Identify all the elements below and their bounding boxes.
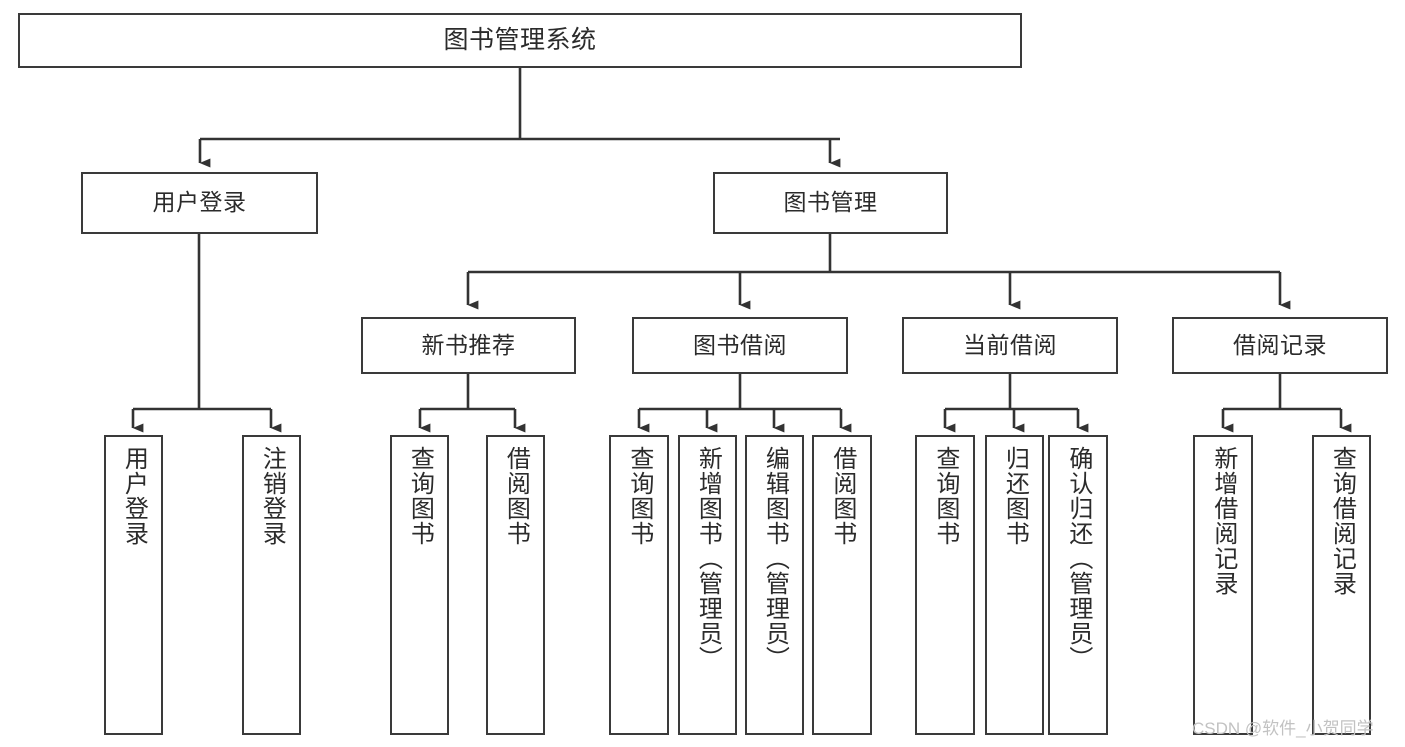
node-label: 确认归还（管理员） [1064, 446, 1092, 671]
node-book-management[interactable]: 图书管理 [713, 172, 948, 234]
node-label: 编辑图书（管理员） [761, 446, 789, 671]
node-label: 用户登录 [152, 189, 247, 216]
node-borrow-records[interactable]: 借阅记录 [1172, 317, 1388, 374]
node-label: 借阅图书 [502, 446, 530, 546]
leaf-user-login-signin[interactable]: 用户登录 [104, 435, 163, 735]
leaf-borrow-add-book-admin[interactable]: 新增图书（管理员） [678, 435, 737, 735]
leaf-new-book-borrow[interactable]: 借阅图书 [486, 435, 545, 735]
node-label: 当前借阅 [963, 331, 1057, 358]
node-label: 图书借阅 [693, 331, 787, 358]
node-label: 新增借阅记录 [1209, 446, 1237, 596]
leaf-borrow-borrow-book[interactable]: 借阅图书 [812, 435, 872, 735]
node-user-login[interactable]: 用户登录 [81, 172, 318, 234]
node-book-borrowing[interactable]: 图书借阅 [632, 317, 848, 374]
node-label: 查询图书 [406, 446, 434, 546]
leaf-user-login-signout[interactable]: 注销登录 [242, 435, 301, 735]
node-root-book-management-system[interactable]: 图书管理系统 [18, 13, 1022, 68]
node-current-borrowing[interactable]: 当前借阅 [902, 317, 1118, 374]
node-label: 图书管理 [783, 189, 878, 216]
node-label: 借阅记录 [1233, 331, 1327, 358]
leaf-current-query-book[interactable]: 查询图书 [915, 435, 975, 735]
node-label: 新增图书（管理员） [694, 446, 722, 671]
node-new-book-recommendation[interactable]: 新书推荐 [361, 317, 576, 374]
leaf-borrow-query-book[interactable]: 查询图书 [609, 435, 669, 735]
node-label: 归还图书 [1001, 446, 1029, 546]
node-label: 查询图书 [625, 446, 653, 546]
node-label: 查询借阅记录 [1328, 446, 1356, 596]
watermark-text: CSDN @软件_小贺同学 [1192, 719, 1374, 738]
node-label: 新书推荐 [421, 331, 516, 358]
node-label: 查询图书 [931, 446, 959, 546]
node-label: 注销登录 [258, 446, 286, 546]
leaf-current-return-book[interactable]: 归还图书 [985, 435, 1044, 735]
node-label: 用户登录 [120, 446, 148, 546]
node-label: 借阅图书 [828, 446, 856, 546]
node-label: 图书管理系统 [443, 25, 597, 54]
leaf-record-add-borrow-record[interactable]: 新增借阅记录 [1193, 435, 1253, 735]
leaf-record-query-borrow-record[interactable]: 查询借阅记录 [1312, 435, 1371, 735]
leaf-borrow-edit-book-admin[interactable]: 编辑图书（管理员） [745, 435, 804, 735]
leaf-current-confirm-return-admin[interactable]: 确认归还（管理员） [1048, 435, 1108, 735]
leaf-new-book-query[interactable]: 查询图书 [390, 435, 449, 735]
